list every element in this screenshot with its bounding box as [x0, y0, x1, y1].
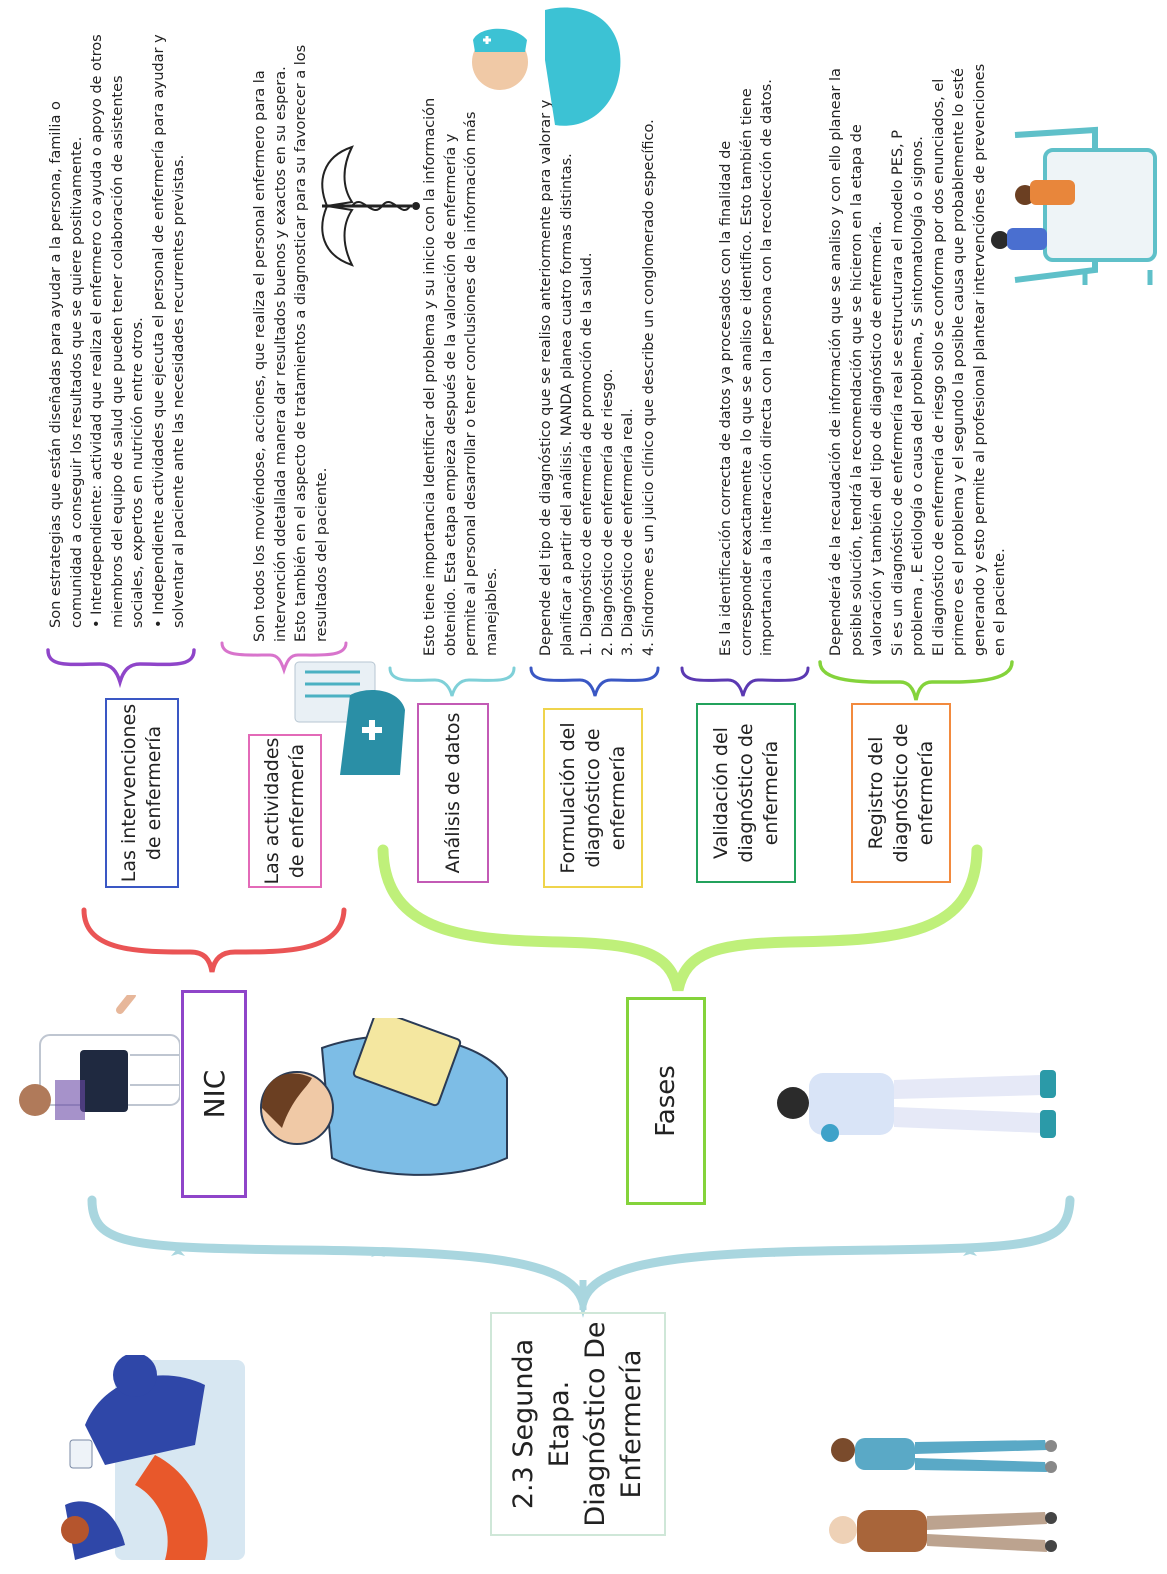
hospital-bed-illustration-icon — [991, 126, 1157, 285]
registro-box[interactable]: Registro del diagnóstico de enfermería — [851, 703, 951, 883]
formulacion-box[interactable]: Formulación del diagnóstico de enfermerí… — [543, 708, 643, 888]
registro-description: Dependerá de la recaudación de informaci… — [828, 63, 1008, 656]
intervenciones-brace — [46, 648, 196, 689]
fases-label: Fases — [651, 1065, 681, 1137]
actividades-description: Son todos los moviéndose, acciones, que … — [252, 44, 330, 642]
analisis-brace — [388, 666, 516, 697]
nic-box[interactable]: NIC — [181, 990, 247, 1198]
intervenciones-box[interactable]: Las intervenciones de enfermería — [105, 698, 179, 888]
formulacion-brace — [529, 666, 660, 697]
analisis-box[interactable]: Análisis de datos — [417, 703, 489, 883]
caduceus-icon — [321, 145, 420, 267]
actividades-brace — [220, 641, 348, 675]
nic-label: NIC — [197, 1069, 231, 1119]
nurse-gloves-illustration-icon — [777, 1070, 1056, 1142]
nurse-iv-illustration-icon — [61, 1355, 245, 1560]
intervenciones-label: Las intervenciones de enfermería — [118, 703, 165, 883]
registro-label: Registro del diagnóstico de enfermería — [864, 723, 937, 863]
intervenciones-description: Son estrategias que están diseñadas para… — [48, 34, 187, 628]
validacion-label: Validación del diagnóstico de enfermería — [709, 723, 782, 863]
main-topic-box[interactable]: 2.3 Segunda Etapa. Diagnóstico De Enferm… — [490, 1312, 666, 1536]
fases-box[interactable]: Fases — [626, 997, 706, 1205]
doctor-tablet-illustration-icon — [19, 995, 180, 1120]
validacion-box[interactable]: Validación del diagnóstico de enfermería — [696, 703, 796, 883]
nurse-cap-illustration-icon — [294, 661, 405, 775]
validacion-brace — [680, 666, 810, 697]
analisis-description: Esto tiene importancia Identificar del p… — [422, 97, 500, 656]
main-topic-title: 2.3 Segunda Etapa. Diagnóstico De Enferm… — [508, 1321, 647, 1527]
analisis-label: Análisis de datos — [441, 712, 464, 874]
nic-brace — [81, 907, 347, 973]
male-nurse-illustration-icon — [472, 7, 621, 126]
fases-brace — [377, 844, 983, 992]
registro-brace — [818, 660, 1014, 701]
nurse-clipboard-illustration-icon — [260, 1018, 508, 1176]
nurses-patient-illustration-icon — [829, 1438, 1057, 1552]
validacion-description: Es la identificación correcta de datos y… — [718, 79, 775, 656]
formulacion-label: Formulación del diagnóstico de enfermerí… — [556, 722, 629, 874]
formulacion-description: Depende del tipo de diagnóstico que se r… — [538, 99, 657, 656]
